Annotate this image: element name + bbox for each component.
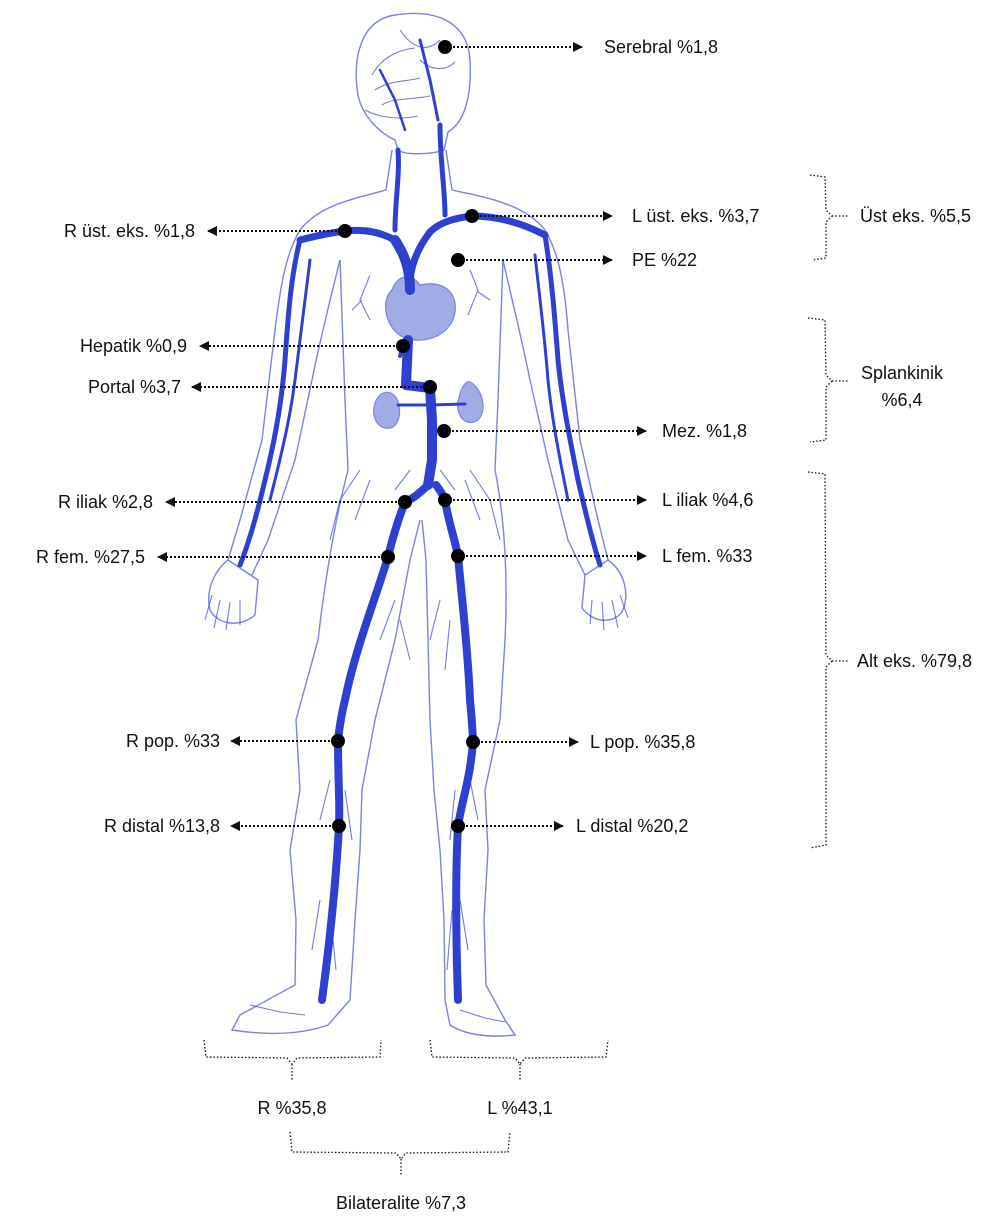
label-l-ust-eks: L üst. eks. %3,7	[632, 205, 759, 227]
label-arrows	[158, 47, 646, 826]
bracket-splankinik	[808, 318, 832, 442]
group-label-r-total: R %35,8	[232, 1097, 352, 1119]
group-label-splankinik-1: Splankinik	[852, 362, 952, 384]
label-r-iliak: R iliak %2,8	[58, 491, 153, 513]
group-label-bilateralite: Bilateralite %7,3	[301, 1192, 501, 1214]
bracket-ust-eks	[810, 175, 832, 260]
label-l-pop: L pop. %35,8	[590, 731, 695, 753]
label-r-ust-eks: R üst. eks. %1,8	[64, 220, 195, 242]
label-l-fem: L fem. %33	[662, 545, 752, 567]
human-body-figure	[205, 13, 628, 1036]
left-kidney-shape	[458, 382, 483, 423]
group-label-l-total: L %43,1	[460, 1097, 580, 1119]
label-mez: Mez. %1,8	[662, 420, 747, 442]
label-serebral: Serebral %1,8	[604, 36, 718, 58]
label-pe: PE %22	[632, 249, 697, 271]
location-markers	[331, 40, 480, 833]
label-l-iliak: L iliak %4,6	[662, 489, 753, 511]
label-l-distal: L distal %20,2	[576, 815, 688, 837]
label-portal: Portal %3,7	[88, 376, 181, 398]
label-r-distal: R distal %13,8	[104, 815, 220, 837]
bracket-r-leg	[204, 1040, 381, 1064]
bracket-l-leg	[430, 1040, 608, 1064]
bracket-bilateral	[290, 1132, 510, 1159]
group-label-alt-eks: Alt eks. %79,8	[857, 650, 972, 672]
heart-shape	[386, 277, 456, 340]
label-hepatik: Hepatik %0,9	[80, 335, 187, 357]
label-r-pop: R pop. %33	[126, 730, 220, 752]
label-r-fem: R fem. %27,5	[36, 546, 145, 568]
right-kidney-shape	[374, 392, 400, 428]
bracket-alt-eks	[808, 472, 832, 848]
group-label-splankinik-2: %6,4	[852, 389, 952, 411]
group-label-ust-eks: Üst eks. %5,5	[860, 205, 971, 227]
